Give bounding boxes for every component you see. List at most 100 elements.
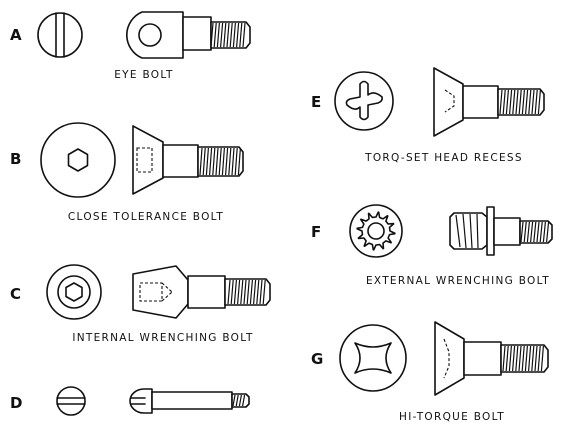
thread-line [502,89,506,115]
caption-external-wrenching-bolt: EXTERNAL WRENCHING BOLT [365,275,551,287]
thread-line [253,279,257,305]
thread-line [218,147,222,176]
thread-line [221,147,225,176]
thread-line [534,345,538,372]
close-tolerance-bolt-thread [199,147,241,176]
thread-line [525,89,529,115]
external-wrenching-bolt-side-view [449,206,553,256]
internal-wrenching-bolt-thread [227,279,266,305]
bolt-d-side-view [129,388,250,414]
thread-line [533,221,537,243]
thread-line [528,345,532,372]
thread-line [508,345,512,372]
label-g: G [311,350,324,368]
thread-line [521,89,525,115]
thread-line [537,89,541,115]
thread-line [210,22,214,48]
close-tolerance-bolt-side-view [132,125,244,195]
thread-line [242,394,246,407]
thread-line [249,279,253,305]
thread-line [242,22,246,48]
thread-line [202,147,206,176]
caption-eye-bolt: EYE BOLT [114,69,174,81]
thread-line [240,279,244,305]
thread-line [512,89,516,115]
label-e: E [311,93,322,111]
external-wrenching-bolt-head-top-view [349,204,403,258]
thread-line [216,22,220,48]
bolt-d-head-top-view [56,386,86,416]
bolt-d-thread [232,394,246,407]
label-a: A [10,26,22,44]
thread-line [512,345,516,372]
eye-bolt-side-view [126,11,251,59]
thread-line [542,221,546,243]
thread-line [509,89,513,115]
thread-line [226,22,230,48]
label-c: C [10,285,22,303]
thread-line [546,221,550,243]
caption-hi-torque-bolt: HI-TORQUE BOLT [398,411,506,423]
thread-line [515,345,519,372]
thread-line [524,345,528,372]
hi-torque-head-top-view [339,324,407,392]
thread-line [236,22,240,48]
thread-line [502,345,506,372]
thread-line [238,394,242,407]
thread-line [209,147,213,176]
thread-line [256,279,260,305]
thread-line [259,279,263,305]
label-f: F [311,223,322,241]
torq-set-side-view [433,67,545,137]
thread-line [515,89,519,115]
thread-line [243,279,247,305]
thread-line [199,147,203,176]
label-d: D [10,394,23,412]
thread-line [539,221,543,243]
spline-teeth [356,211,396,251]
thread-line [520,221,524,243]
thread-line [235,394,239,407]
thread-line [232,22,236,48]
thread-line [518,89,522,115]
hi-torque-thread [502,345,544,372]
thread-line [528,89,532,115]
label-b: B [10,150,22,168]
thread-line [213,22,217,48]
thread-line [534,89,538,115]
thread-line [228,147,232,176]
thread-line [234,147,238,176]
thread-line [231,147,235,176]
thread-line [536,221,540,243]
thread-line [523,221,527,243]
thread-line [518,345,522,372]
thread-line [225,147,229,176]
thread-line [237,279,241,305]
thread-line [505,345,509,372]
thread-line [239,22,243,48]
thread-line [223,22,227,48]
thread-line [521,345,525,372]
thread-line [232,394,236,407]
thread-line [526,221,530,243]
caption-close-tolerance-bolt: CLOSE TOLERANCE BOLT [67,211,225,223]
eye-bolt-thread [210,22,246,48]
thread-line [499,89,503,115]
thread-line [205,147,209,176]
thread-line [229,22,233,48]
torq-set-thread [499,89,541,115]
thread-line [227,279,231,305]
thread-line [505,89,509,115]
caption-torq-set-head-recess: TORQ-SET HEAD RECESS [365,152,523,164]
thread-line [530,221,534,243]
thread-line [220,22,224,48]
thread-line [531,345,535,372]
thread-line [540,345,544,372]
thread-line [537,345,541,372]
eye-bolt-head-top-view [37,12,83,58]
torq-set-head-top-view [334,71,394,131]
thread-line [237,147,241,176]
thread-line [262,279,266,305]
thread-line [230,279,234,305]
external-wrenching-bolt-thread [520,221,550,243]
